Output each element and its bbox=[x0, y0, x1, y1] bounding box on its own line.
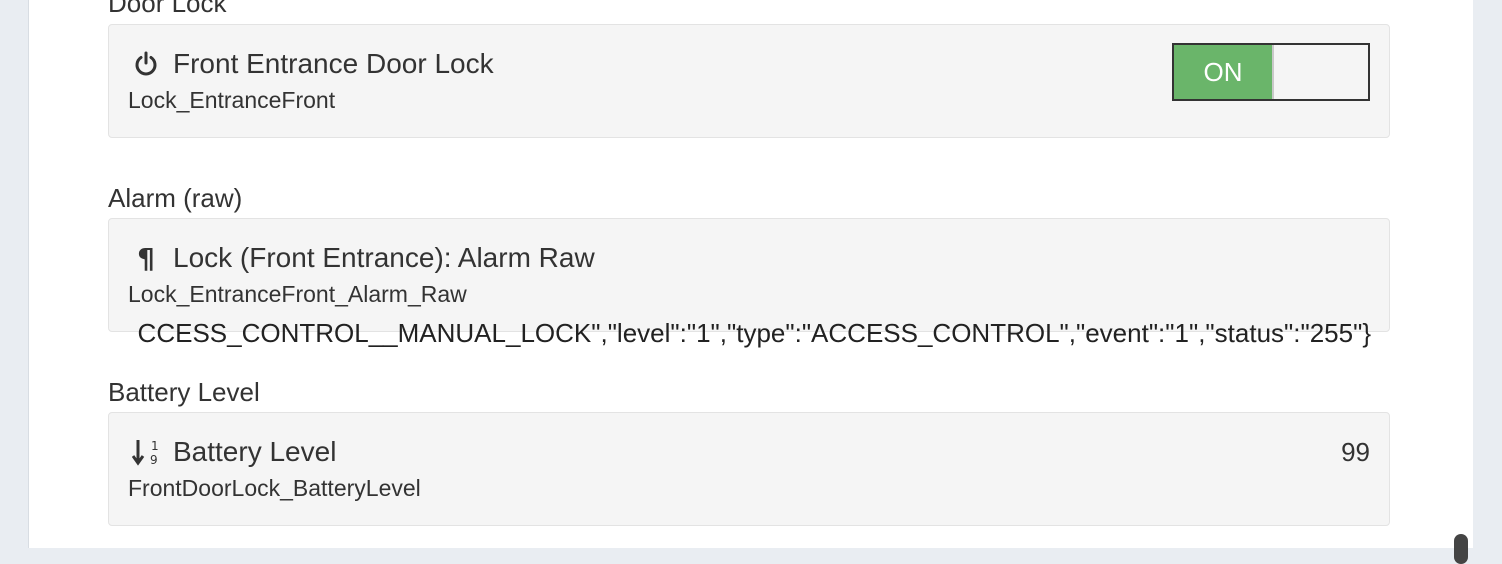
door-lock-switch[interactable]: ON bbox=[1172, 43, 1370, 101]
alarm-raw-card: ¶ Lock (Front Entrance): Alarm Raw Lock_… bbox=[108, 218, 1390, 332]
scrollbar-thumb[interactable] bbox=[1454, 534, 1468, 564]
door-lock-item-name: Lock_EntranceFront bbox=[128, 87, 336, 113]
alarm-raw-state: CCESS_CONTROL__MANUAL_LOCK","level":"1",… bbox=[137, 318, 1371, 348]
sort-numeric-icon: 1 9 bbox=[131, 437, 161, 467]
section-heading-door-lock: Door Lock bbox=[108, 0, 227, 18]
switch-on-label: ON bbox=[1174, 45, 1272, 99]
section-heading-alarm-raw: Alarm (raw) bbox=[108, 183, 243, 213]
door-lock-title: Front Entrance Door Lock bbox=[173, 48, 494, 79]
svg-text:1: 1 bbox=[151, 439, 159, 453]
power-icon bbox=[131, 49, 161, 79]
svg-text:9: 9 bbox=[150, 453, 158, 467]
alarm-raw-item-name: Lock_EntranceFront_Alarm_Raw bbox=[128, 281, 467, 307]
battery-level-item-name: FrontDoorLock_BatteryLevel bbox=[128, 475, 421, 501]
battery-level-title: Battery Level bbox=[173, 436, 337, 467]
pilcrow-icon: ¶ bbox=[137, 241, 155, 275]
alarm-raw-title: Lock (Front Entrance): Alarm Raw bbox=[173, 242, 595, 273]
switch-off-area bbox=[1272, 45, 1368, 99]
battery-level-card: 1 9 Battery Level FrontDoorLock_BatteryL… bbox=[108, 412, 1390, 526]
door-lock-card: Front Entrance Door Lock Lock_EntranceFr… bbox=[108, 24, 1390, 138]
section-heading-battery-level: Battery Level bbox=[108, 377, 260, 407]
battery-level-value: 99 bbox=[1341, 437, 1370, 467]
